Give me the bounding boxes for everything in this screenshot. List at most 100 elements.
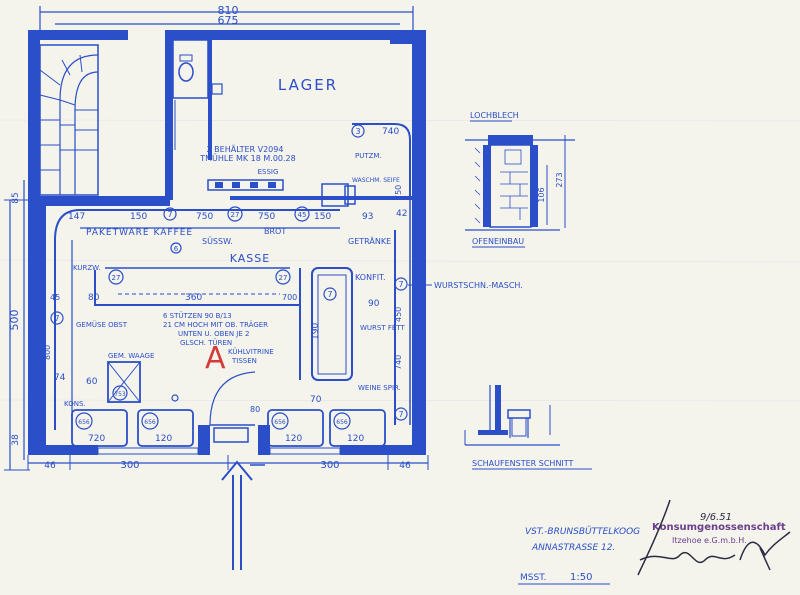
label-gemuese: GEMÜSE OBST: [76, 320, 128, 329]
entrance-arrow: [221, 460, 265, 570]
central-counter: 6 KASSE 27 27 80 360 700 7 KONFIT. 190 9…: [88, 242, 523, 381]
lochblech-dim-2: 273: [555, 172, 564, 187]
circle-7d: 7: [327, 290, 332, 299]
measure-80a: 80: [88, 293, 100, 303]
label-weine: WEINE SPIR.: [358, 384, 401, 392]
measure-750b: 750: [258, 212, 275, 222]
spirits-corner: WEINE SPIR. 70: [310, 384, 401, 405]
stuetzen-note-1: 6 STÜTZEN 90 B/13: [163, 311, 232, 320]
scale-table: 753: [107, 361, 179, 403]
entrance-mark: A: [205, 341, 226, 376]
room-label-storage: LAGER: [278, 76, 338, 94]
circle-7c: 7: [398, 410, 403, 419]
measure-147: 147: [68, 212, 85, 222]
measure-720: 720: [88, 434, 105, 444]
stuetzen-note-3: UNTEN U. OBEN JE 2: [178, 330, 249, 338]
measure-120b: 120: [285, 434, 302, 444]
wc-room: [172, 39, 223, 160]
circle-7b: 7: [398, 280, 403, 289]
measure-150a: 150: [130, 212, 147, 222]
title-line-1: VST.-BRUNSBÜTTELKOOG: [525, 526, 640, 537]
measure-700: 700: [282, 293, 297, 302]
measure-150b: 150: [314, 212, 331, 222]
circle-27c: 27: [279, 274, 288, 282]
measure-740b: 740: [394, 355, 403, 370]
dim-bottom-left: 46: [44, 461, 56, 471]
label-kons: KONS.: [64, 400, 86, 408]
title-line-2: ANNASTRASSE 12.: [531, 543, 615, 553]
circle-7e: 7: [54, 314, 59, 323]
dim-bottom-mid-left: 300: [120, 460, 139, 471]
circle-656c: 656: [274, 419, 286, 426]
scale-label: MSST.: [520, 573, 546, 583]
label-back-wall-shelf: PAKETWARE KAFFEE: [86, 228, 193, 238]
lochblech-label: LOCHBLECH: [470, 111, 519, 120]
measure-800: 800: [43, 345, 52, 360]
label-brot: BROT: [264, 227, 286, 236]
window-displays: 656 656 656 656 720 120 120 120 80: [71, 405, 386, 447]
circle-656d: 656: [336, 419, 348, 426]
measure-120a: 120: [155, 434, 172, 444]
stamp-line-2: Itzehoe e.G.m.b.H.: [672, 536, 747, 545]
measure-93: 93: [362, 212, 373, 222]
title-block: VST.-BRUNSBÜTTELKOOG ANNASTRASSE 12. MSS…: [518, 512, 732, 585]
dim-bottom-mid-right: 300: [320, 460, 339, 471]
dim-left-total: 500: [8, 310, 21, 331]
storage-shelf-row: [207, 179, 356, 207]
label-kurzw: KURZW.: [73, 264, 101, 272]
circle-6: 6: [174, 245, 179, 253]
measure-90: 90: [368, 299, 380, 309]
measure-120c: 120: [347, 434, 364, 444]
stuetzen-note-2: 21 CM HOCH MIT OB. TRÄGER: [163, 320, 268, 329]
circle-753: 753: [114, 391, 126, 398]
measure-60: 60: [86, 377, 98, 387]
label-gem-waage: GEM. WAAGE: [108, 352, 154, 360]
measure-360: 360: [185, 293, 202, 303]
label-wurst-maschine: WURSTSCHN.-MASCH.: [434, 281, 523, 290]
door-swing: [209, 371, 256, 443]
label-wurst-fett: WURST FETT: [360, 324, 405, 332]
measure-190: 190: [311, 323, 321, 340]
circle-3: 3: [355, 127, 360, 136]
lochblech-detail: LOCHBLECH 106 273 OFENEINBAU: [465, 111, 575, 248]
measure-42: 42: [396, 209, 407, 219]
circle-45: 45: [298, 211, 307, 219]
schaufenster-detail: SCHAUFENSTER SCHNITT: [464, 385, 592, 470]
left-dimension: 500 85 38: [4, 180, 30, 471]
measure-70: 70: [310, 395, 322, 405]
measure-750a: 750: [196, 212, 213, 222]
dim-bottom-right: 46: [399, 461, 411, 471]
dim-left-top: 85: [11, 192, 21, 203]
kuehl-note-2: TISSEN: [231, 357, 257, 365]
storage-note-1: 2 BEHÄLTER V2094: [207, 144, 284, 154]
circle-656b: 656: [144, 419, 156, 426]
label-putzm: PUTZM.: [355, 152, 382, 160]
measure-74: 74: [54, 373, 66, 383]
ofeneinbau-label: OFENEINBAU: [472, 237, 524, 246]
storage-note-2: TMÜHLE MK 18 M.00.28: [199, 153, 295, 163]
corner-shelf: 3 740 PUTZM. WASCHM. SEIFE 750: [351, 123, 411, 200]
scale-value: 1:50: [570, 572, 592, 583]
label-konfit: KONFIT.: [355, 273, 386, 282]
right-wall-shelf: 7 450 7 740: [394, 200, 411, 425]
label-kasse: KASSE: [230, 252, 270, 265]
measure-80c: 80: [250, 405, 260, 414]
circle-7a: 7: [167, 210, 172, 219]
stuetzen-note-4: GLSCH. TÜREN: [180, 338, 232, 347]
dim-left-bottom: 38: [11, 434, 21, 446]
title-date: 9/6.51: [700, 512, 732, 523]
label-getraenke: GETRÄNKE: [348, 236, 391, 246]
top-dimension: 810 675: [39, 4, 414, 30]
circle-27a: 27: [231, 211, 240, 219]
schaufenster-label: SCHAUFENSTER SCHNITT: [472, 459, 574, 468]
measure-45: 45: [50, 293, 60, 302]
label-suessw: SÜSSW.: [202, 236, 233, 246]
circle-656a: 656: [78, 419, 90, 426]
kuehl-note-1: KÜHLVITRINE: [228, 347, 274, 356]
measure-740: 740: [382, 127, 399, 137]
lochblech-dim-1: 106: [537, 187, 546, 202]
left-wall-shelf: KURZW. 45 7 GEMÜSE OBST 800 74 60 KONS. …: [43, 264, 154, 408]
circle-27b: 27: [112, 274, 121, 282]
dim-top-inner: 675: [218, 14, 239, 27]
